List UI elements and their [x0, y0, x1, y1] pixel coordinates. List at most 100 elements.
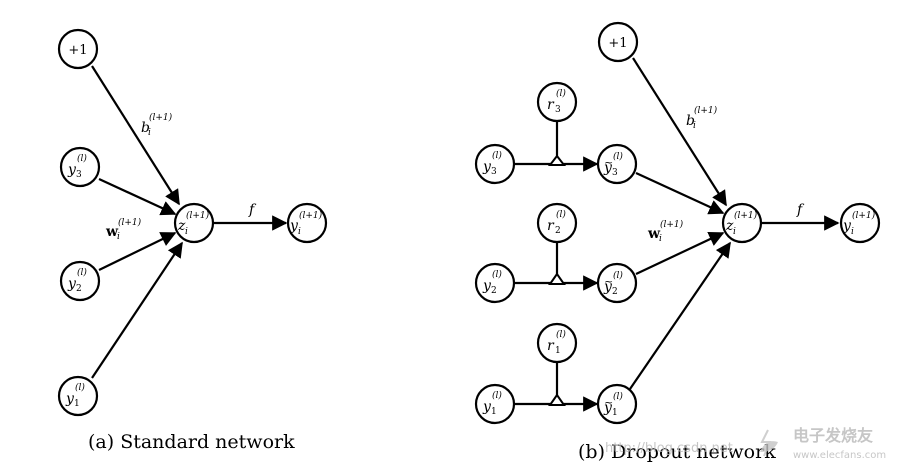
bias-weight-label: b i (l+1) — [141, 112, 173, 138]
caption-dropout: (b) Dropout network — [578, 441, 776, 463]
watermark: http://blog.csdn.net 电子发烧友 www.elecfans.… — [605, 426, 886, 461]
svg-text:i: i — [851, 227, 854, 237]
svg-text:1: 1 — [612, 408, 618, 418]
svg-text:i: i — [693, 121, 696, 131]
svg-text:(l): (l) — [556, 209, 566, 220]
svg-text:2: 2 — [491, 286, 497, 296]
svg-text:r: r — [547, 97, 555, 113]
svg-text:3: 3 — [612, 168, 618, 178]
edge-bias-to-z-b — [632, 57, 727, 207]
r2-gate — [548, 272, 566, 285]
svg-text:~: ~ — [604, 275, 613, 288]
svg-text:b: b — [686, 113, 695, 129]
input-node-y2: y 2 (l) — [59, 260, 101, 302]
svg-text:b: b — [141, 120, 150, 136]
y3-sup: (l) — [77, 153, 87, 164]
svg-text:y: y — [482, 399, 492, 415]
bias-node-b: +1 — [597, 21, 639, 63]
svg-text:3: 3 — [491, 167, 497, 177]
mask-node-r3: r 3 (l) — [536, 81, 578, 123]
r3-gate — [547, 154, 567, 166]
svg-text:(l+1): (l+1) — [852, 210, 876, 221]
weight-vector-label-b: w i (l+1) — [647, 219, 684, 244]
svg-text:(l): (l) — [492, 269, 502, 280]
watermark-brand: 电子发烧友 — [793, 426, 874, 445]
edge-y3-to-z — [98, 178, 177, 216]
watermark-domain: www.elecfans.com — [793, 450, 886, 461]
edge-y1tilde-to-z — [629, 241, 731, 390]
svg-text:w: w — [647, 226, 661, 242]
y2-base: y — [67, 276, 77, 292]
y2-sub: 2 — [76, 284, 82, 294]
svg-text:(l+1): (l+1) — [734, 210, 758, 221]
z-sub: i — [185, 227, 188, 237]
thinned-node-y1: ~ y 1 (l) — [596, 383, 638, 425]
y3-base: y — [67, 162, 77, 178]
bias-node: +1 — [57, 28, 99, 70]
svg-text:y: y — [842, 218, 852, 234]
input-node-y3: y 3 (l) — [59, 146, 101, 188]
bias-label: +1 — [68, 43, 87, 58]
output-node-y: y i (l+1) — [286, 202, 328, 244]
svg-text:(l+1): (l+1) — [149, 112, 173, 123]
edge-y1-to-z — [91, 241, 183, 379]
caption-standard: (a) Standard network — [88, 431, 295, 453]
svg-text:i: i — [148, 128, 151, 138]
dropout-network: +1 r 3 (l) r 2 (l) r 1 (l) y 3 (l) — [474, 21, 881, 463]
svg-text:(l): (l) — [556, 88, 566, 99]
svg-text:z: z — [725, 218, 734, 234]
svg-text:(l+1): (l+1) — [694, 105, 718, 116]
watermark-logo — [760, 429, 778, 457]
svg-text:y: y — [603, 279, 613, 295]
svg-text:i: i — [733, 227, 736, 237]
y1-sup: (l) — [75, 382, 85, 393]
activation-f-label: f — [248, 202, 257, 218]
edge-y2-to-z — [98, 232, 177, 271]
weight-vector-label: w i (l+1) — [105, 217, 142, 242]
hidden-node-z-b: z i (l+1) — [721, 202, 763, 244]
svg-text:y: y — [603, 400, 613, 416]
svg-text:i: i — [659, 234, 662, 244]
svg-text:y: y — [482, 278, 492, 294]
standard-network: +1 y 3 (l) y 2 (l) y 1 (l) z i (l+1) — [57, 28, 328, 453]
svg-text:2: 2 — [612, 287, 618, 297]
svg-text:(l+1): (l+1) — [660, 219, 684, 230]
input-node-y1: y 1 (l) — [57, 375, 99, 417]
svg-text:2: 2 — [555, 226, 561, 236]
activation-f-label-b: f — [796, 202, 805, 218]
thinned-node-y2: ~ y 2 (l) — [596, 262, 638, 304]
input-node-y1-b: y 1 (l) — [474, 383, 516, 425]
svg-text:(l): (l) — [492, 150, 502, 161]
svg-text:(l): (l) — [613, 391, 623, 402]
svg-text:i: i — [117, 232, 120, 242]
edge-y2tilde-to-z — [635, 231, 725, 275]
y1-sub: 1 — [74, 399, 80, 409]
y2-sup: (l) — [77, 267, 87, 278]
svg-text:+1: +1 — [608, 36, 627, 51]
svg-text:~: ~ — [604, 396, 613, 409]
y1-base: y — [65, 391, 75, 407]
edge-y3tilde-to-z — [635, 172, 725, 215]
svg-text:(l): (l) — [492, 390, 502, 401]
svg-text:y: y — [603, 160, 613, 176]
watermark-url: http://blog.csdn.net — [605, 441, 733, 456]
yout-sup: (l+1) — [299, 210, 323, 221]
svg-text:3: 3 — [555, 105, 561, 115]
mask-node-r1: r 1 (l) — [536, 322, 578, 364]
svg-text:(l): (l) — [613, 151, 623, 162]
thinned-node-y3: ~ y 3 (l) — [596, 143, 638, 185]
hidden-node-z: z i (l+1) — [173, 202, 215, 244]
svg-text:w: w — [105, 224, 119, 240]
z-sup: (l+1) — [186, 210, 210, 221]
yout-sub: i — [298, 227, 301, 237]
svg-text:(l): (l) — [613, 270, 623, 281]
svg-text:y: y — [482, 159, 492, 175]
svg-text:(l): (l) — [556, 329, 566, 340]
svg-text:1: 1 — [555, 346, 561, 356]
yout-base: y — [289, 218, 299, 234]
svg-text:r: r — [547, 218, 555, 234]
svg-text:~: ~ — [604, 156, 613, 169]
y3-sub: 3 — [76, 170, 82, 180]
r1-gate — [548, 393, 566, 406]
